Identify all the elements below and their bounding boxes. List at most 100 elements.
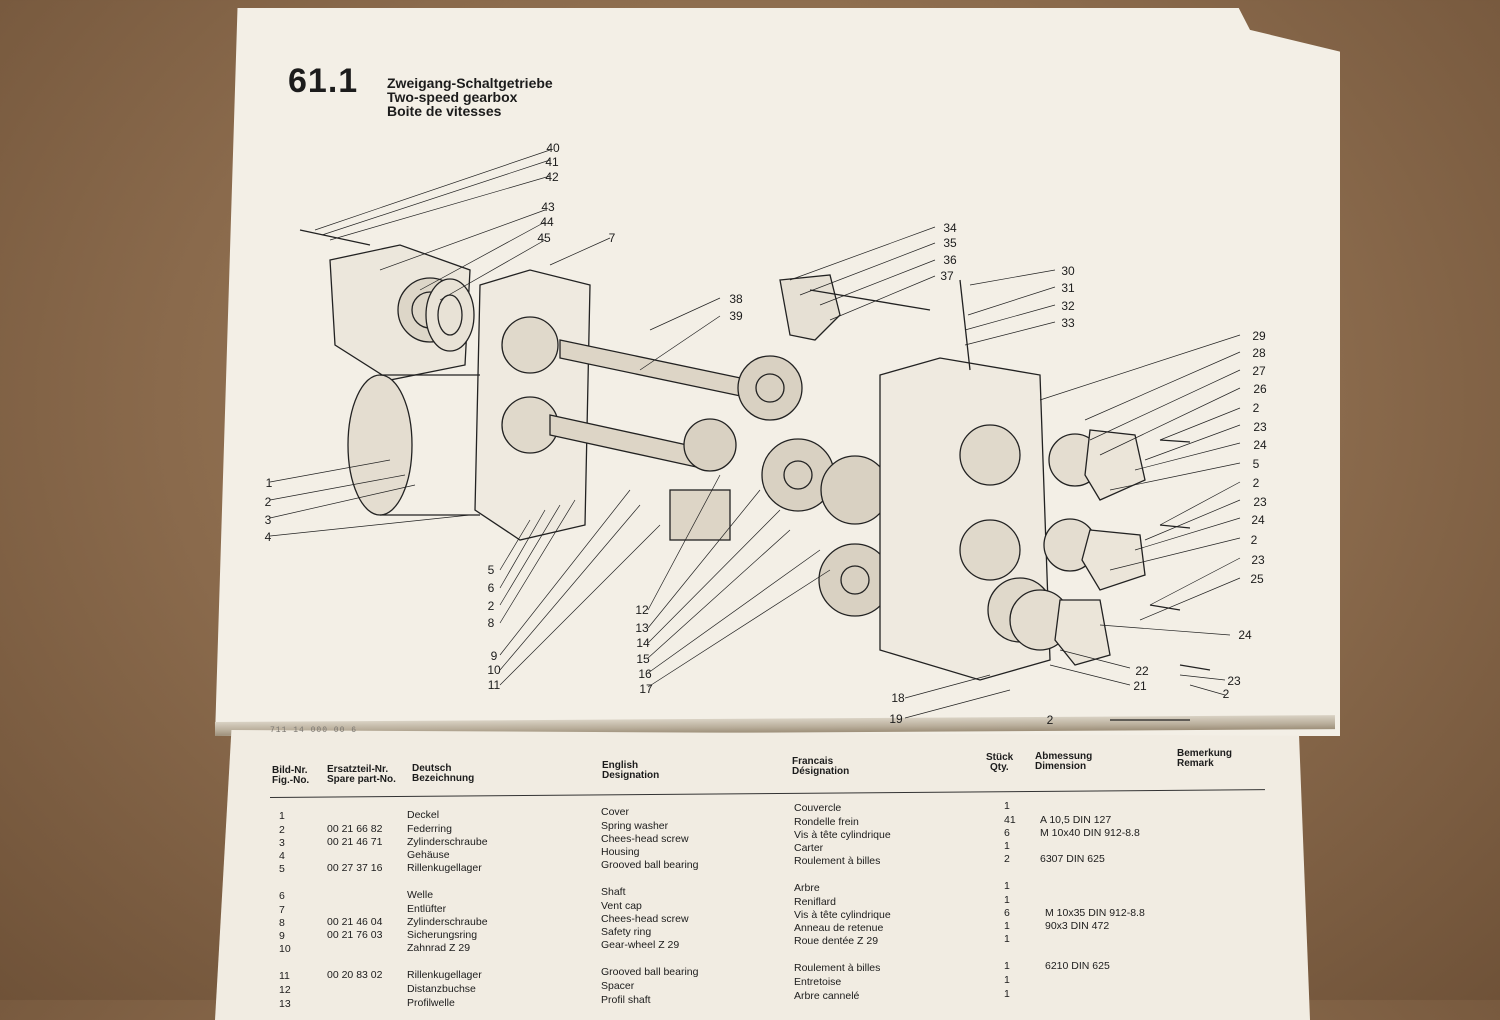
table-cell-dim: M 10x35 DIN 912-8.8 [1045,907,1145,919]
callout-label: 24 [1251,513,1265,527]
callout-label: 19 [889,712,903,726]
table-cell-en: Housing [601,846,640,858]
callout-label: 2 [1046,713,1054,727]
table-cell-fr: Roue dentée Z 29 [794,935,879,947]
callout-label: 5 [1252,457,1260,471]
table-cell-en: Spacer [601,980,635,992]
table-cell-fig: 9 [279,930,285,942]
section-title: Zweigang-Schaltgetriebe Two-speed gearbo… [387,76,553,118]
table-cell-fig: 2 [279,824,285,836]
table-cell-qty: 6 [1004,907,1010,919]
table-cell-en: Shaft [601,886,626,898]
callout-label: 4 [264,530,272,544]
table-cell-fr: Roulement à billes [794,855,881,867]
table-cell-qty: 2 [1004,853,1010,865]
table-cell-de: Deckel [407,809,440,821]
callout-label: 39 [729,309,743,323]
page-stamp: 711 14 000 00 6 [270,726,358,735]
table-cell-fr: Roulement à billes [794,962,881,974]
callout-label: 17 [639,682,653,696]
callout-label: 2 [264,495,272,509]
callout-label: 14 [636,636,650,650]
title-english: Two-speed gearbox [387,89,518,105]
table-cell-fig: 12 [279,984,291,996]
callout-label: 28 [1252,346,1266,360]
table-cell-fig: 8 [279,917,285,929]
callout-label: 40 [546,141,560,155]
callout-label: 32 [1061,299,1075,313]
callout-label: 23 [1253,420,1267,434]
table-cell-en: Chees-head screw [601,833,689,845]
callout-label: 27 [1252,364,1266,378]
callout-label: 30 [1061,264,1075,278]
header-francais-2: Désignation [792,766,850,777]
header-fig-no-en: Fig.-No. [272,775,310,786]
callout-label: 24 [1253,438,1267,452]
callout-label: 34 [943,221,957,235]
header-deutsch: Deutsch Bezeichnung [412,764,474,784]
table-cell-de: Distanzbuchse [407,983,476,995]
callout-label: 42 [545,170,559,184]
callout-label: 43 [541,200,555,214]
table-cell-qty: 1 [1004,800,1010,812]
table-cell-qty: 1 [1004,933,1010,945]
table-cell-qty: 6 [1004,827,1010,839]
header-remark-en: Remark [1177,758,1214,769]
table-cell-en: Cover [601,806,630,818]
table-cell-de: Zylinderschraube [407,916,488,928]
callout-label: 9 [490,649,498,663]
table-cell-qty: 1 [1004,960,1010,972]
table-cell-fig: 5 [279,863,285,875]
header-part-no: Ersatzteil-Nr. Spare part-No. [327,765,396,785]
callout-label: 26 [1253,382,1267,396]
table-cell-en: Safety ring [601,926,652,938]
table-cell-part: 00 21 46 04 [327,916,383,928]
table-cell-part: 00 21 66 82 [327,823,383,835]
callout-label: 31 [1061,281,1075,295]
table-cell-en: Vent cap [601,900,642,912]
table-cell-fig: 1 [279,810,285,822]
table-cell-de: Gehäuse [407,849,450,861]
exploded-gearbox-diagram [230,130,1320,730]
table-cell-fr: Entretoise [794,976,842,988]
callout-label: 23 [1251,553,1265,567]
callout-label: 2 [1252,401,1260,415]
section-number: 61.1 [288,62,359,100]
table-cell-fr: Vis à tête cylindrique [794,829,891,841]
header-remark-de: Bemerkung [1177,748,1233,759]
table-cell-fr: Carter [794,842,824,854]
table-cell-fr: Arbre [794,882,820,894]
table-cell-qty: 1 [1004,920,1010,932]
table-cell-part: 00 21 76 03 [327,929,383,941]
table-cell-dim: A 10,5 DIN 127 [1040,814,1112,826]
callout-label: 35 [943,236,957,250]
callout-label: 6 [487,581,495,595]
header-fig-no: Bild-Nr. Fig.-No. [272,766,309,786]
table-cell-dim: 90x3 DIN 472 [1045,920,1110,932]
title-french: Boite de vitesses [387,103,502,119]
table-cell-qty: 41 [1004,814,1016,826]
callout-label: 38 [729,292,743,306]
table-cell-part: 00 27 37 16 [327,862,383,874]
table-cell-de: Entlüfter [407,903,447,915]
header-dimension-en: Dimension [1035,761,1087,772]
table-cell-en: Gear-wheel Z 29 [601,939,680,951]
table-cell-dim: 6210 DIN 625 [1045,960,1110,972]
title-german: Zweigang-Schaltgetriebe [387,75,553,91]
header-part-no-en: Spare part-No. [327,774,396,785]
callout-label: 2 [1250,533,1258,547]
table-cell-qty: 1 [1004,840,1010,852]
table-cell-fig: 6 [279,890,285,902]
table-cell-fr: Reniflard [794,896,837,908]
table-cell-en: Profil shaft [601,994,651,1006]
table-cell-de: Welle [407,889,434,901]
callout-label: 45 [537,231,551,245]
callout-label: 24 [1238,628,1252,642]
table-cell-de: Rillenkugellager [407,862,482,874]
table-cell-de: Federring [407,823,452,835]
callout-label: 18 [891,691,905,705]
header-francais-1: Francais [792,756,834,767]
callout-label: 5 [487,563,495,577]
header-english-2: Designation [602,770,660,781]
table-cell-de: Rillenkugellager [407,969,482,981]
